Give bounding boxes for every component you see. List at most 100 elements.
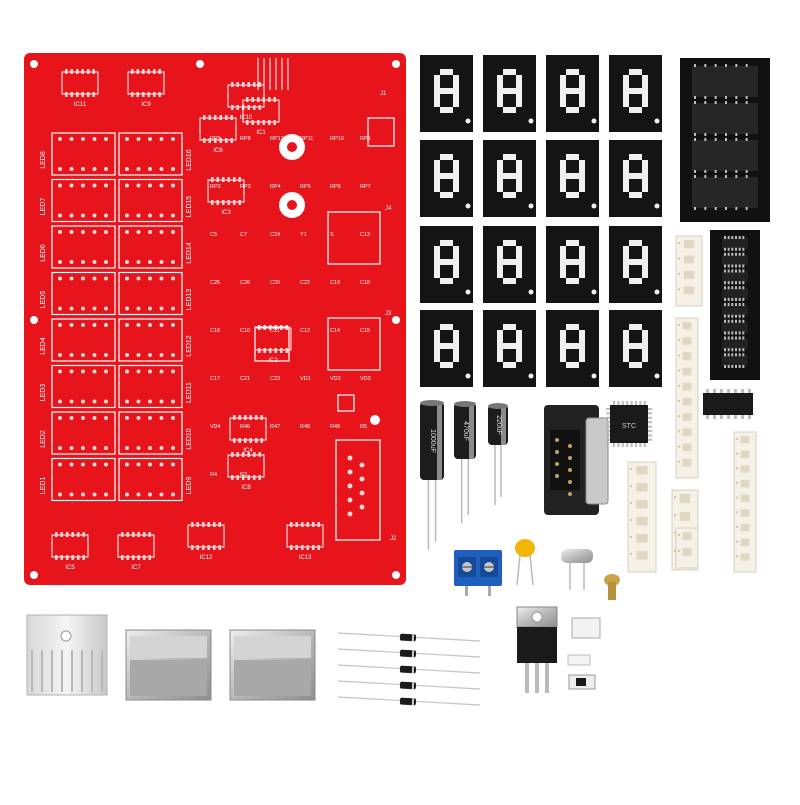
diode (337, 664, 481, 674)
component-label: R47 (270, 424, 280, 430)
decimal-point (654, 203, 660, 209)
segment (642, 91, 648, 107)
component-label: RP7 (360, 184, 371, 190)
segment (497, 346, 503, 362)
component-label: C19 (330, 280, 340, 286)
segment (623, 91, 629, 107)
led-footprint (51, 132, 116, 176)
decimal-point (591, 203, 597, 209)
decimal-point (591, 373, 597, 379)
segment (566, 69, 579, 75)
decimal-point (528, 118, 534, 124)
smd-resistor-tape (627, 235, 757, 573)
small-headers (567, 617, 601, 690)
electrolytic-capacitor: 220uF (488, 403, 508, 505)
led-label: LED2 (40, 430, 47, 448)
led-label: LED6 (40, 244, 47, 262)
seven-segment-display (546, 55, 599, 132)
ic-footprint: IC13 (286, 522, 324, 561)
component-label: C16 (210, 328, 220, 334)
segment (623, 346, 629, 362)
segment (453, 262, 459, 278)
capacitor-value: 470uF (462, 421, 469, 441)
segment (579, 330, 585, 346)
rj45-jack-1 (125, 629, 212, 701)
component-label: C10 (240, 328, 250, 334)
led-footprint (118, 318, 183, 362)
segment (560, 160, 566, 176)
seven-segment-display (546, 226, 599, 303)
component-label: RP11 (300, 136, 313, 142)
led-footprint (51, 457, 116, 502)
segment (560, 262, 566, 278)
led-footprint (51, 318, 116, 362)
segment (516, 330, 522, 346)
ic-footprint: IC1 (242, 97, 280, 136)
decimal-point (654, 289, 660, 295)
segment (629, 192, 642, 198)
ic-footprint: IC7 (117, 532, 155, 571)
seven-segment-display (609, 55, 662, 132)
component-label: VD4 (210, 424, 221, 430)
seven-segment-display (609, 310, 662, 387)
ceramic-capacitor (515, 539, 535, 586)
segment (642, 262, 648, 278)
capacitor-value: 220uF (495, 415, 502, 435)
led-footprint (51, 271, 116, 316)
segment (629, 343, 642, 349)
ic-footprint: IC4 (229, 415, 267, 454)
segment (440, 240, 453, 246)
decimal-point (654, 118, 660, 124)
component-label: RP3 (240, 184, 251, 190)
segment (642, 160, 648, 176)
db9-connector (544, 405, 609, 515)
segment (642, 75, 648, 91)
seven-segment-display (483, 310, 536, 387)
segment (503, 88, 516, 94)
electrolytic-capacitor: 470uF (454, 401, 476, 523)
segment (560, 75, 566, 91)
component-label: R49 (330, 424, 340, 430)
seven-segment-display (609, 140, 662, 217)
led-footprint (51, 364, 116, 409)
mounting-hole (30, 60, 38, 68)
segment (623, 176, 629, 192)
segment (434, 75, 440, 91)
segment (516, 160, 522, 176)
segment (497, 246, 503, 262)
component-label: RP1 (360, 136, 371, 142)
segment (516, 262, 522, 278)
decimal-point (465, 203, 471, 209)
ic-label: IC8 (241, 485, 251, 491)
segment (440, 107, 453, 113)
segment (623, 160, 629, 176)
ic-label: IC6 (213, 148, 223, 154)
component-label: RP10 (330, 136, 344, 142)
component-label: C23 (270, 376, 280, 382)
segment (440, 324, 453, 330)
component-label: C26 (240, 280, 250, 286)
segment (566, 278, 579, 284)
segment (629, 107, 642, 113)
heatsink (26, 614, 108, 696)
led-label: LED3 (40, 384, 47, 402)
ic-label: IC12 (200, 555, 213, 561)
segment (516, 176, 522, 192)
component-label: C25 (210, 280, 220, 286)
segment (434, 262, 440, 278)
segment (440, 192, 453, 198)
connector-label: J3 (385, 311, 392, 317)
component-label: RP5 (300, 184, 311, 190)
connector-label: J4 (385, 206, 392, 212)
segment (579, 262, 585, 278)
seven-segment-display (483, 55, 536, 132)
segment (629, 154, 642, 160)
segment (642, 176, 648, 192)
segment (497, 91, 503, 107)
component-label: C21 (240, 376, 250, 382)
segment (440, 278, 453, 284)
ic-footprint: IC12 (187, 522, 225, 561)
component-label: R5 (360, 424, 367, 430)
segment (503, 343, 516, 349)
